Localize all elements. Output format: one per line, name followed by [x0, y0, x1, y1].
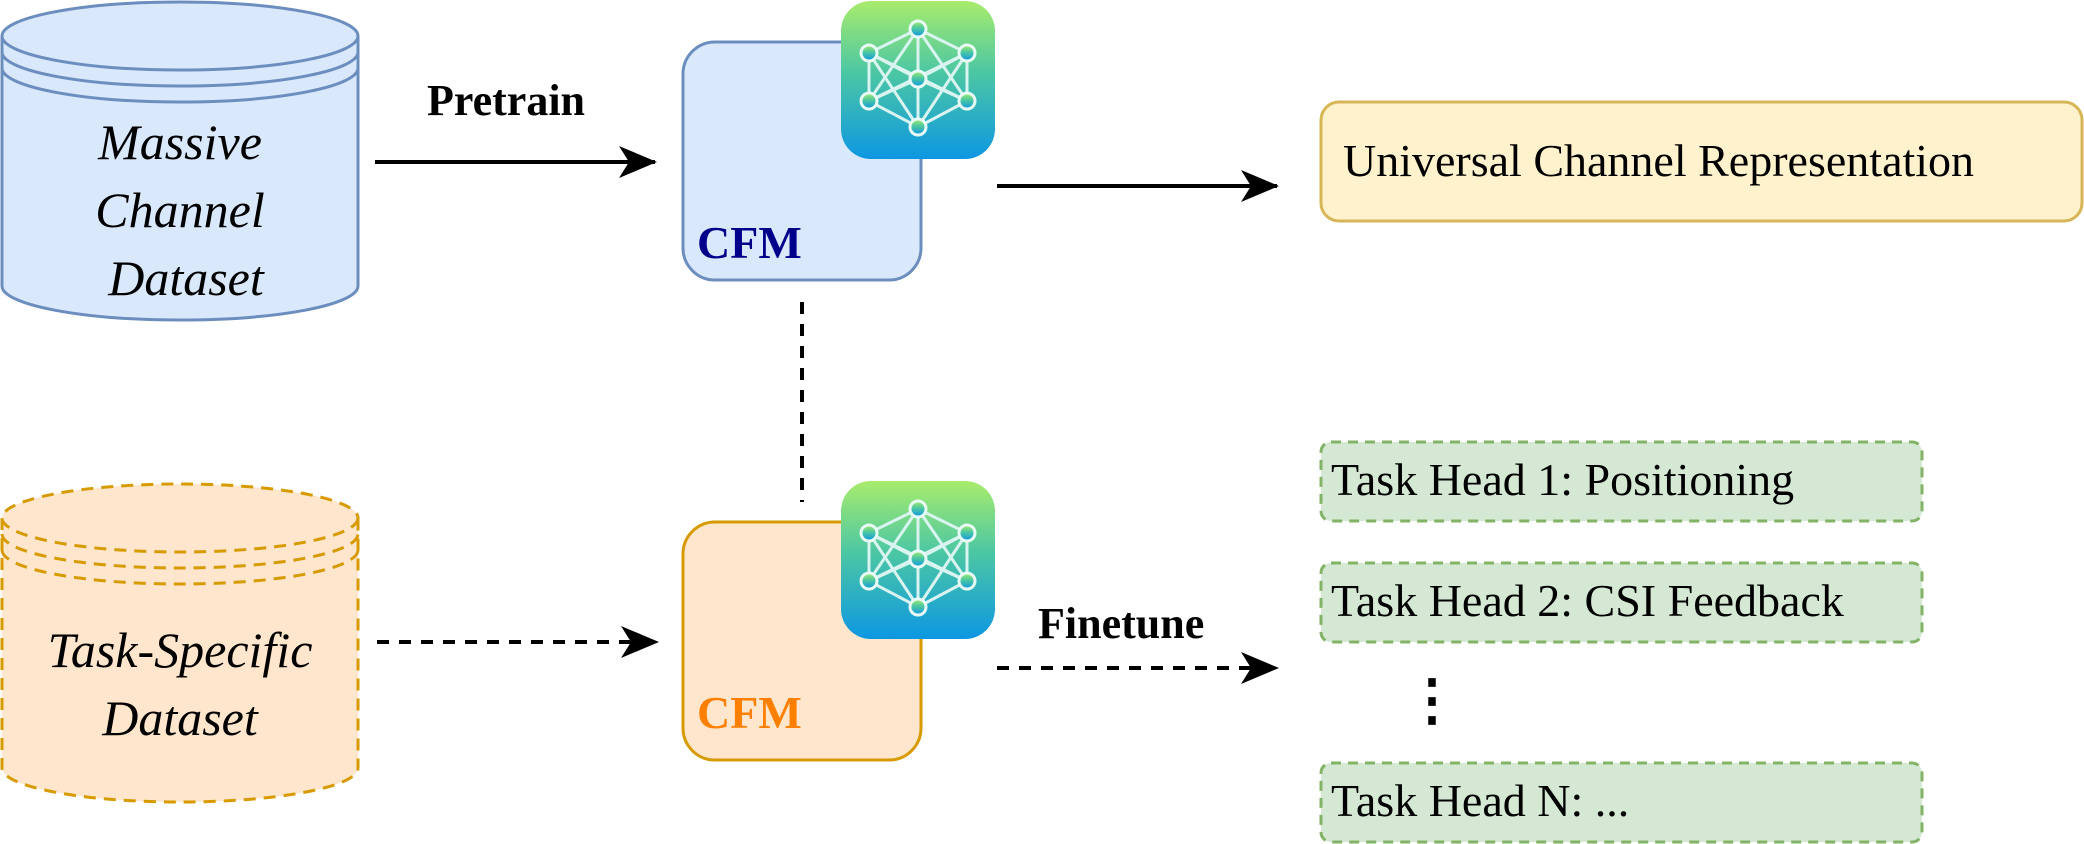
neural-network-icon — [839, 0, 997, 161]
cfm-top-label: CFM — [697, 217, 802, 268]
massive-dataset-label: Massive Channel Dataset — [55, 108, 305, 312]
representation-label: Universal Channel Representation — [1343, 135, 1975, 186]
task-head-2-label: Task Head 2: CSI Feedback — [1331, 575, 1844, 626]
massive-dataset-line: Channel — [95, 182, 265, 238]
representation-box — [1319, 100, 2084, 223]
task-specific-dataset-cylinder — [0, 482, 360, 804]
task-head-n-label: Task Head N: ... — [1331, 775, 1630, 826]
task-head-box — [1319, 761, 1924, 844]
massive-dataset-cylinder — [0, 0, 360, 322]
task-head-box — [1319, 561, 1924, 644]
ellipsis-label: ⋮ — [1404, 670, 1460, 732]
task-head-box — [1319, 440, 1924, 523]
massive-dataset-line: Massive — [98, 114, 262, 170]
finetune-label: Finetune — [1038, 599, 1205, 648]
task-specific-dataset-line: Dataset — [102, 690, 258, 746]
massive-dataset-line: Dataset — [108, 250, 264, 306]
neural-network-icon — [839, 479, 997, 641]
cfm-bottom-label: CFM — [697, 687, 802, 738]
pretrain-label: Pretrain — [427, 76, 586, 125]
task-specific-dataset-line: Task-Specific — [47, 622, 313, 678]
task-specific-dataset-label: Task-Specific Dataset — [20, 616, 340, 752]
task-head-1-label: Task Head 1: Positioning — [1331, 454, 1795, 505]
